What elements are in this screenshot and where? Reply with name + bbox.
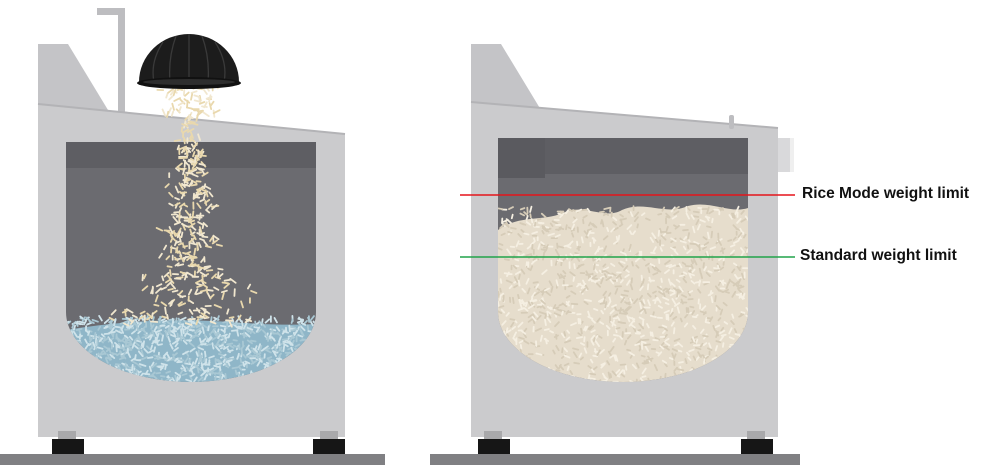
right-foot (313, 439, 345, 454)
right-washer (430, 44, 800, 465)
left-washer (0, 8, 385, 465)
right-foot (741, 439, 773, 454)
left-base-rail (0, 454, 385, 465)
rice-scoop-icon (137, 34, 241, 89)
left-lid (38, 44, 108, 110)
right-lid (471, 44, 541, 110)
right-foot (320, 431, 338, 439)
standard-limit-label: Standard weight limit (800, 247, 957, 264)
right-foot (747, 431, 765, 439)
left-foot (484, 431, 502, 439)
left-foot (52, 439, 84, 454)
falling-rice (108, 83, 258, 328)
rice-texture (498, 205, 748, 382)
rice-mode-limit-label: Rice Mode weight limit (802, 185, 970, 202)
right-base-rail (430, 454, 800, 465)
left-foot (478, 439, 510, 454)
left-foot (58, 431, 76, 439)
top-handle (729, 115, 734, 129)
filler-pipe (97, 8, 125, 112)
